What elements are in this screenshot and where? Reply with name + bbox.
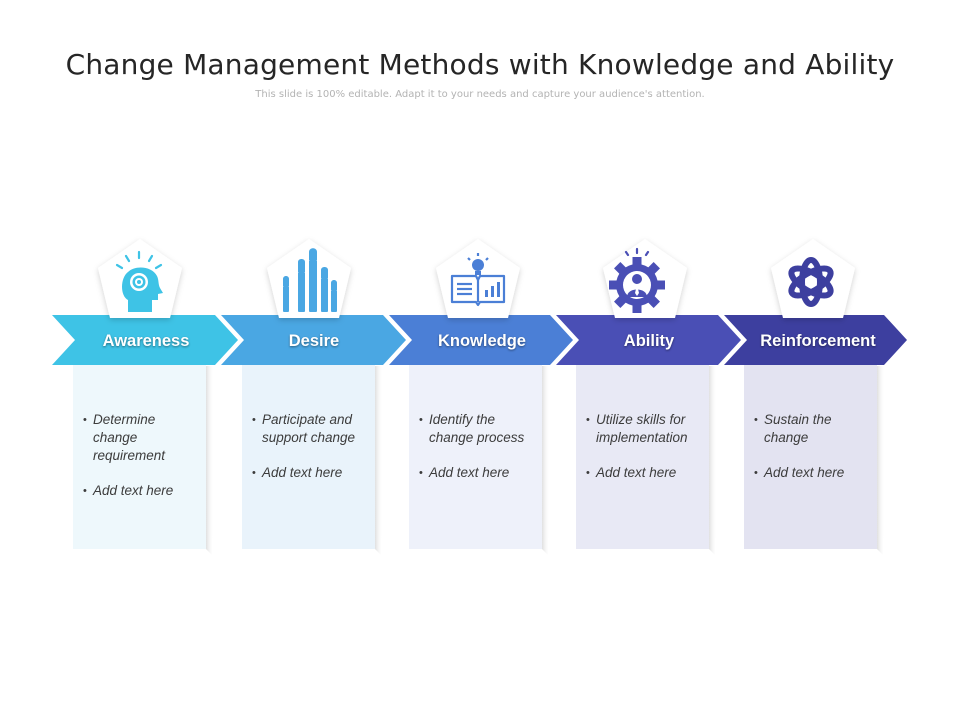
bullet-item: Add text here — [83, 482, 203, 500]
bullet-item: Add text here — [754, 464, 874, 482]
chevron-reinforcement — [724, 315, 907, 365]
card-shadow — [206, 366, 214, 555]
step-label-awareness: Awareness — [102, 332, 190, 350]
step-label-reinforcement: Reinforcement — [760, 332, 876, 350]
knot-icon — [788, 257, 834, 307]
bullet-list: Utilize skills for implementation Add te… — [586, 411, 706, 499]
chevron-desire — [221, 315, 406, 365]
step-label-knowledge: Knowledge — [437, 332, 526, 350]
bullet-list: Identify the change process Add text her… — [419, 411, 539, 499]
bullet-list: Sustain the change Add text here — [754, 411, 874, 499]
idea-book-icon — [450, 253, 506, 307]
card-shadow — [542, 366, 550, 555]
bullet-item: Utilize skills for implementation — [586, 411, 706, 447]
bullet-item: Identify the change process — [419, 411, 539, 447]
pentagon-badge — [771, 239, 855, 318]
gear-person-icon — [609, 247, 665, 313]
target-head-icon — [115, 250, 163, 312]
step-card-desire: Participate and support change Add text … — [242, 364, 375, 549]
chevron-awareness — [52, 315, 238, 365]
bullet-item: Add text here — [586, 464, 706, 482]
chevron-knowledge — [389, 315, 573, 365]
step-card-ability: Utilize skills for implementation Add te… — [576, 364, 709, 549]
card-shadow — [375, 366, 383, 555]
bullet-list: Participate and support change Add text … — [252, 411, 372, 499]
raised-hands-icon — [283, 248, 337, 312]
bullet-item: Sustain the change — [754, 411, 874, 447]
chevron-ability — [556, 315, 741, 365]
card-shadow — [877, 366, 885, 555]
bullet-list: Determine change requirement Add text he… — [83, 411, 203, 517]
bullet-item: Add text here — [419, 464, 539, 482]
page-subtitle: This slide is 100% editable. Adapt it to… — [255, 89, 705, 100]
step-label-ability: Ability — [623, 332, 675, 350]
bullet-item: Participate and support change — [252, 411, 372, 447]
step-label-desire: Desire — [288, 332, 340, 350]
card-shadow — [709, 366, 717, 555]
page-title: Change Management Methods with Knowledge… — [65, 48, 895, 81]
step-card-awareness: Determine change requirement Add text he… — [73, 364, 206, 549]
bullet-item: Determine change requirement — [83, 411, 203, 465]
bullet-item: Add text here — [252, 464, 372, 482]
step-card-reinforcement: Sustain the change Add text here — [744, 364, 877, 549]
step-card-knowledge: Identify the change process Add text her… — [409, 364, 542, 549]
